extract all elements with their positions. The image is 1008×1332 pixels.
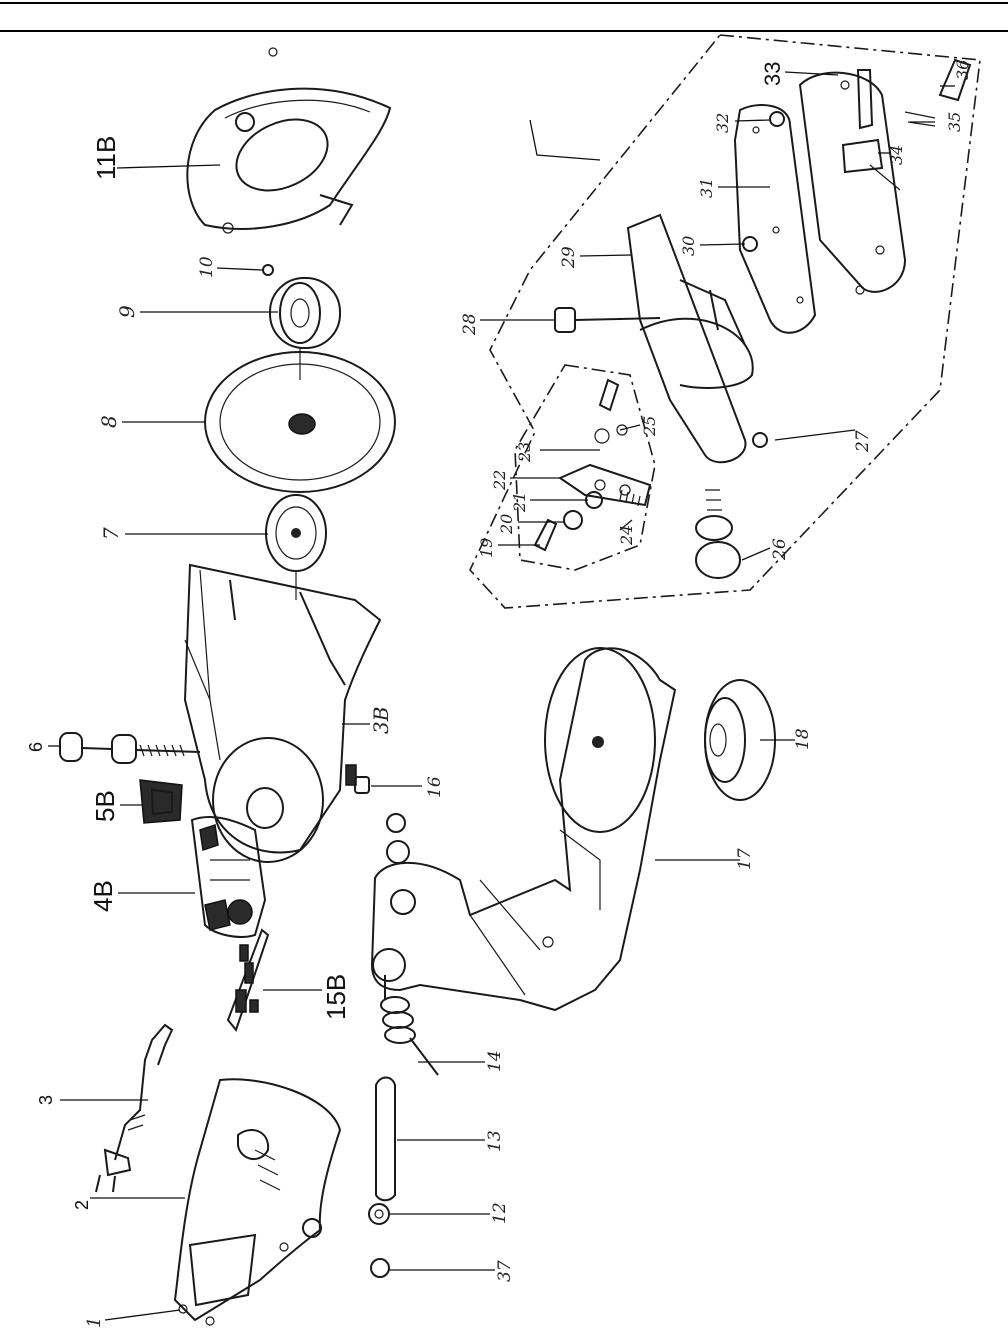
part-23-nut [594, 428, 610, 444]
part-25-nut [616, 424, 628, 436]
label-29: 29 [559, 246, 579, 269]
part-35-bolt [904, 111, 936, 127]
label-34: 34 [887, 145, 906, 165]
part-26-knob [695, 489, 741, 579]
part-34-clamp-knob [841, 69, 901, 191]
leader-lines [48, 71, 955, 1321]
part-31-plate [733, 104, 817, 334]
part-14-spring [380, 975, 439, 1076]
label-27: 27 [853, 430, 873, 453]
label-12: 12 [490, 1202, 510, 1224]
part-5b-switch [139, 779, 183, 824]
label-13: 13 [485, 1130, 505, 1152]
label-16: 16 [425, 776, 445, 798]
inner-boundary [514, 364, 656, 571]
part-27-nut [752, 432, 768, 448]
part-7-inner-flange [265, 494, 327, 600]
part-11b-blade-guard [186, 87, 392, 234]
part-23-handle [598, 378, 620, 412]
label-8: 8 [97, 415, 121, 428]
part-4b-armature [190, 816, 267, 938]
part-9-flange [269, 277, 341, 380]
label-36: 36 [953, 60, 972, 80]
part-29-guide-frame [626, 213, 754, 464]
label-22: 22 [490, 470, 509, 491]
label-9: 9 [115, 305, 139, 318]
label-3B: 3B [369, 707, 393, 734]
label-30: 30 [679, 236, 698, 256]
label-25: 25 [640, 416, 659, 437]
subassembly-boundary [469, 34, 981, 609]
part-22-lever [557, 463, 652, 507]
part-13-pivot-pin [375, 1076, 396, 1202]
part-15b-circuit-board [226, 928, 270, 1033]
label-23: 23 [515, 442, 534, 463]
part-19-bolt [533, 518, 558, 552]
part-33-rail [798, 71, 907, 295]
label-31: 31 [697, 178, 716, 198]
part-21-spacer [585, 491, 603, 509]
label-4B: 4B [88, 880, 118, 912]
label-26: 26 [770, 538, 790, 561]
part-labels: 11B 10 9 8 7 6 5B 4B 3B 16 3 15B 14 13 1… [26, 60, 972, 1328]
part-washer-a [386, 813, 406, 833]
label-10: 10 [197, 256, 217, 278]
part-washer-b [386, 840, 410, 864]
part-17-base [370, 647, 677, 1012]
label-11B: 11B [91, 136, 121, 180]
label-24: 24 [617, 525, 636, 546]
label-7: 7 [99, 527, 123, 540]
part-10-nut [262, 264, 274, 276]
label-33: 33 [760, 62, 785, 86]
part-30-screw [742, 236, 758, 252]
part-screw-top [268, 47, 278, 57]
part-24-spring [619, 489, 641, 507]
part-36-pin [938, 58, 972, 102]
part-3-power-cord [95, 1023, 174, 1193]
label-37: 37 [495, 1260, 515, 1282]
label-2: 2 [72, 1200, 92, 1210]
label-21: 21 [510, 492, 529, 513]
subassembly-leader [529, 119, 601, 161]
part-16-brush [354, 776, 370, 794]
part-20-washer [563, 510, 583, 530]
part-1-screws [178, 1242, 289, 1326]
label-19: 19 [477, 538, 496, 558]
label-35: 35 [945, 112, 964, 132]
label-14: 14 [485, 1050, 505, 1072]
part-2-handle [173, 1078, 342, 1322]
label-15B: 15B [321, 974, 351, 1020]
label-6: 6 [26, 742, 46, 752]
part-32-washer [769, 111, 785, 127]
label-17: 17 [735, 848, 755, 870]
part-12-washer [368, 1203, 390, 1225]
label-5B: 5B [90, 790, 120, 822]
label-3: 3 [36, 1095, 56, 1105]
label-28: 28 [460, 313, 480, 336]
label-1: 1 [84, 1317, 105, 1328]
part-3b-motor-housing [183, 563, 382, 863]
label-18: 18 [793, 728, 813, 750]
label-20: 20 [497, 514, 516, 535]
label-32: 32 [713, 113, 732, 133]
part-37-clip [370, 1258, 390, 1278]
part-6-brush-screw [59, 732, 201, 764]
